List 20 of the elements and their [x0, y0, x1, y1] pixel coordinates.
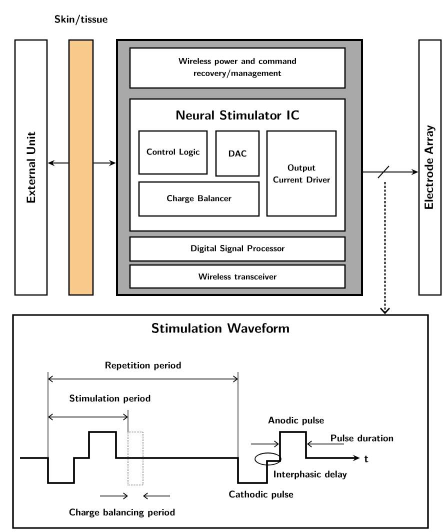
- node-label: Skin/tissue: [54, 14, 108, 26]
- unit-box: External Unit: [14, 39, 48, 296]
- module-box: Wireless transceiver: [129, 264, 346, 289]
- annotation-label: Stimulation period: [68, 394, 152, 404]
- block-box: DAC: [215, 130, 260, 177]
- block-box: Control Logic: [138, 130, 208, 175]
- arrow: [380, 182, 390, 314]
- electrode-array-box: Electrode Array: [418, 39, 442, 296]
- block-box: Output Current Driver: [266, 130, 337, 217]
- module-box: Wireless power and command recovery/management: [129, 47, 346, 89]
- annotation-label: Anodic pulse: [266, 416, 326, 426]
- annotation-label: Pulse duration: [329, 434, 395, 442]
- annotation-label: Interphasic delay: [272, 470, 348, 480]
- annotation-label: Charge balancing period: [68, 508, 176, 518]
- annotation-label: Repetition period: [104, 360, 182, 372]
- annotation-label: Cathodic pulse: [228, 490, 294, 500]
- skin-layer-bar: Skin/tissue: [54, 14, 108, 296]
- module-box: Digital Signal Processor: [129, 236, 346, 262]
- block-box: Charge Balancer: [138, 181, 260, 217]
- annotation-label: t: [363, 454, 370, 464]
